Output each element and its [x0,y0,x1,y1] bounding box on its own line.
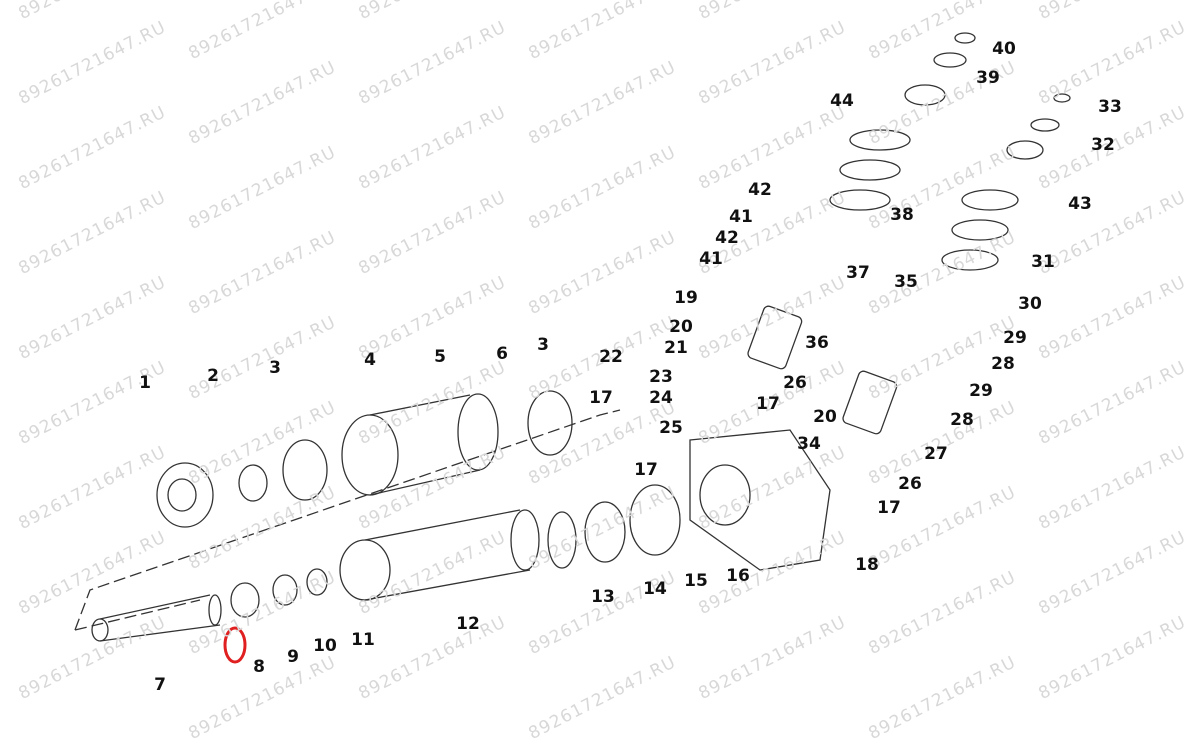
part-8-snap-ring [223,626,247,664]
part-7-piston-rod [91,594,222,642]
part-label-18: 18 [855,555,879,575]
part-label-30: 30 [1018,294,1042,314]
part-label-14: 14 [643,579,667,599]
part-14 [584,501,626,563]
part-32 [1030,118,1060,132]
part-label-15: 15 [684,571,708,591]
part-10 [272,574,298,606]
part-label-24: 24 [649,388,673,408]
part-2-ring [238,464,268,502]
part-label-17c: 17 [756,394,780,414]
part-label-42b: 42 [715,228,739,248]
part-1-gland-nut [156,462,214,528]
part-43 [1006,140,1044,160]
part-label-1: 1 [139,373,151,393]
part-label-29b: 29 [969,381,993,401]
part-label-17d: 17 [877,498,901,518]
part-label-42a: 42 [748,180,772,200]
part-11 [306,568,328,596]
part-33 [1053,93,1071,103]
part-44 [904,84,946,106]
part-label-32: 32 [1091,135,1115,155]
part-label-6: 6 [496,344,508,364]
part-label-37: 37 [846,263,870,283]
part-label-21: 21 [664,338,688,358]
part-label-31: 31 [1031,252,1055,272]
part-label-17a: 17 [589,388,613,408]
part-36 [747,305,803,370]
part-label-20b: 20 [813,407,837,427]
part-label-23: 23 [649,367,673,387]
part-label-12: 12 [456,614,480,634]
part-40 [954,32,976,44]
part-label-7: 7 [154,675,166,695]
part-label-33: 33 [1098,97,1122,117]
part-13 [547,511,577,569]
part-label-40: 40 [992,39,1016,59]
part-label-26a: 26 [783,373,807,393]
part-label-8: 8 [253,657,265,677]
part-label-41a: 41 [729,207,753,227]
part-18-valve-body [689,429,831,571]
assembly-outline [74,409,621,631]
part-label-2: 2 [207,366,219,386]
part-4-cylinder-barrel [341,393,499,496]
part-label-17b: 17 [634,460,658,480]
part-label-13: 13 [591,587,615,607]
parts-diagram [74,32,1071,664]
part-3-oring [282,439,328,501]
part-label-43: 43 [1068,194,1092,214]
part-39 [933,52,967,68]
part-12-piston [339,509,540,601]
part-label-11: 11 [351,630,375,650]
part-label-5: 5 [434,347,446,367]
part-label-9: 9 [287,647,299,667]
part-label-3b: 3 [537,335,549,355]
part-label-16: 16 [726,566,750,586]
part-label-3: 3 [269,358,281,378]
part-label-20a: 20 [669,317,693,337]
part-label-34: 34 [797,434,821,454]
part-label-29a: 29 [1003,328,1027,348]
part-label-35: 35 [894,272,918,292]
part-label-36: 36 [805,333,829,353]
part-27 [842,370,898,435]
part-label-22: 22 [599,347,623,367]
part-label-44: 44 [830,91,854,111]
part-label-25: 25 [659,418,683,438]
part-label-28a: 28 [991,354,1015,374]
part-label-39: 39 [976,68,1000,88]
part-15-washer [629,484,681,556]
part-label-26b: 26 [898,474,922,494]
part-9 [230,582,260,618]
part-label-41b: 41 [699,249,723,269]
part-label-27: 27 [924,444,948,464]
part-label-10: 10 [313,636,337,656]
part-label-28b: 28 [950,410,974,430]
part-31-spring [941,189,1019,271]
part-3b-oring [527,390,573,456]
part-38-spring [829,129,911,211]
part-label-4: 4 [364,350,376,370]
part-label-19: 19 [674,288,698,308]
part-label-38: 38 [890,205,914,225]
